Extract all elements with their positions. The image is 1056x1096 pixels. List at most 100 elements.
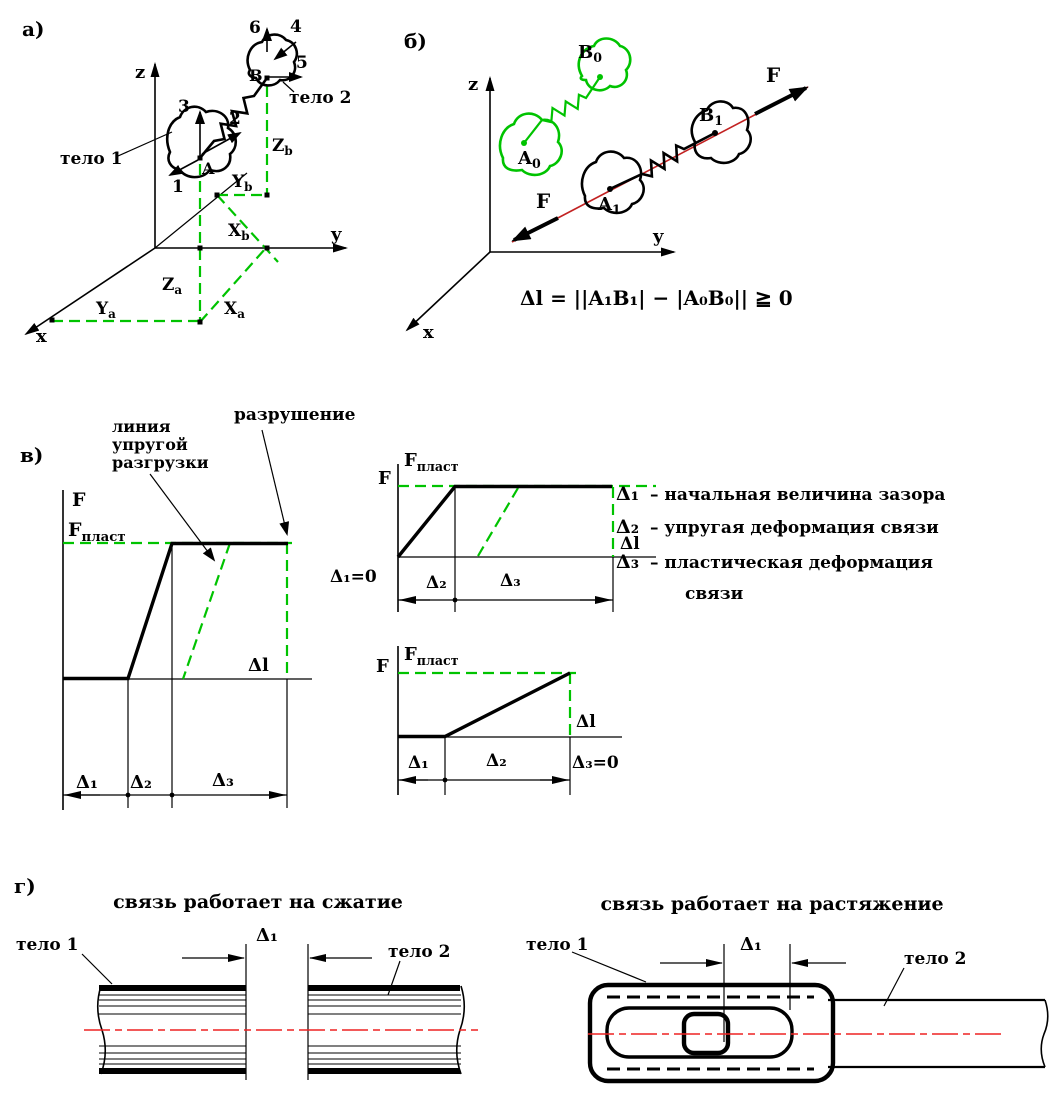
d2-label: Δ₂	[426, 573, 447, 593]
point-a0-dot	[521, 140, 527, 146]
panel-g-link-types: г) связь работает на сжатие тело 1 тело …	[14, 874, 1049, 1084]
dl-axis-label: Δl	[576, 712, 596, 732]
hatch-lines	[308, 994, 461, 1065]
d3-label: Δ₃	[500, 571, 521, 591]
rod-top-band	[308, 985, 460, 991]
dim-dot	[169, 792, 175, 798]
f-axis-label: F	[378, 468, 391, 489]
panel-b-tag: б)	[404, 29, 427, 53]
slot-outline	[605, 1006, 794, 1059]
coord-xa-label: Xa	[224, 299, 245, 321]
body2-label: тело 2	[289, 88, 351, 108]
force-label-left: F	[536, 189, 550, 213]
x-axis	[405, 251, 491, 332]
compression-link-drawing: связь работает на сжатие тело 1 тело 2	[16, 891, 478, 1080]
y-axis-label: y	[330, 224, 342, 245]
panel-b-axes: z y x	[405, 74, 676, 343]
body-b1-blob	[690, 100, 752, 165]
legend-desc-3b: связи	[685, 584, 744, 604]
note-line: упругой	[112, 435, 188, 454]
force-arrow-right	[754, 86, 809, 116]
panel-a-two-bodies-coordinates: а) z y x	[22, 17, 351, 347]
note-arrow	[149, 473, 216, 562]
fracture-label: разрушение	[234, 405, 356, 425]
elastic-unload-line	[181, 542, 232, 680]
coord-za-label: Za	[162, 275, 182, 297]
x-axis-label: x	[36, 326, 47, 347]
dof2-arrow	[201, 132, 242, 155]
z-axis-label: z	[468, 74, 478, 95]
f-axis-label: F	[376, 656, 389, 677]
legend-sym-2: Δ₂	[616, 516, 639, 538]
dof1-label: 1	[172, 177, 184, 197]
clevis-outer-outline	[587, 982, 836, 1084]
point-dot	[264, 245, 270, 251]
point-dot	[264, 192, 270, 198]
panel-b-displaced-bodies: б) z y x F F A0 B0 A	[404, 29, 809, 343]
panel-a-dof-arrows: 3 2 1 6 4 5	[168, 17, 308, 197]
right-rod-body2	[308, 985, 466, 1075]
body1-leader	[81, 953, 113, 985]
coord-xb-label: Xb	[228, 221, 250, 243]
point-a-label: A	[201, 159, 215, 178]
body-a0-blob	[498, 112, 563, 177]
spring-initial	[523, 76, 601, 144]
dof6-label: 6	[249, 18, 261, 38]
panel-a-axes: z y x	[24, 62, 348, 347]
point-b0-label: B0	[578, 42, 602, 65]
spring-displaced	[611, 132, 714, 190]
coord-zb-label: Zb	[272, 136, 293, 158]
rod-bottom-band	[99, 1068, 246, 1074]
x-axis	[24, 247, 156, 336]
coord-yb-label: Yb	[231, 172, 252, 194]
force-curve	[398, 671, 571, 739]
tension-link-drawing: связь работает на растяжение тело 1 тело…	[526, 893, 1049, 1084]
rod-body2	[828, 998, 1049, 1069]
body1-leader	[571, 951, 647, 983]
fplast-label: Fпласт	[68, 519, 126, 545]
y-axis-label: y	[652, 226, 664, 247]
note-line: разгрузки	[112, 453, 209, 472]
dof2-label: 2	[229, 109, 241, 129]
d2-label: Δ₂	[486, 751, 507, 771]
point-dot	[197, 319, 203, 325]
delta-legend: Δ₁ – начальная величина зазора Δ₂ – упру…	[616, 483, 945, 604]
point-a1-label: A1	[597, 194, 621, 217]
dof4-arrow	[273, 41, 297, 61]
d1-label: Δ₁	[76, 772, 98, 793]
fracture-note: разрушение	[234, 405, 356, 536]
tension-title: связь работает на растяжение	[600, 893, 943, 915]
force-label-right: F	[766, 63, 780, 87]
force-curve	[63, 541, 288, 681]
body2-label: тело 2	[904, 949, 966, 969]
legend-desc-1: – начальная величина зазора	[650, 485, 945, 505]
legend-desc-3: – пластическая деформация	[650, 553, 933, 573]
dof3-label: 3	[178, 97, 190, 117]
dof1-arrow	[168, 159, 199, 176]
fracture-arrow	[261, 429, 290, 536]
point-b1-label: B1	[699, 105, 723, 128]
coord-ya-label: Ya	[95, 299, 116, 321]
point-dot	[197, 245, 203, 251]
body1-label: тело 1	[60, 149, 122, 169]
note-line: линия	[112, 417, 171, 436]
dim-dot	[442, 777, 448, 783]
unload-line-note: линия упругой разгрузки	[112, 417, 216, 562]
gap-formula: Δl = ||A₁B₁| − |A₀B₀|| ≧ 0	[520, 286, 793, 310]
body1-label: тело 1	[16, 935, 78, 955]
point-dot	[49, 317, 55, 323]
dl-axis-label: Δl	[248, 655, 269, 676]
point-b1-dot	[712, 130, 718, 136]
d1-label: Δ₁	[408, 753, 429, 773]
dof5-label: 5	[296, 53, 308, 73]
panel-a-coordinate-labels: Zb Yb Xb Za Ya Xa	[95, 136, 293, 321]
body2-leader	[282, 81, 295, 93]
legend-desc-2: – упругая деформация связи	[650, 518, 939, 538]
d2-label: Δ₂	[130, 772, 152, 793]
point-b0-dot	[597, 74, 603, 80]
displaced-position-black	[580, 100, 752, 215]
chart-no-gap: F Fпласт Δl Δ₁=0 Δ₂ Δ₃	[330, 450, 656, 612]
hatch-lines	[99, 994, 246, 1065]
gap-dim-label: Δ₁	[256, 925, 278, 946]
point-a1-dot	[607, 186, 613, 192]
